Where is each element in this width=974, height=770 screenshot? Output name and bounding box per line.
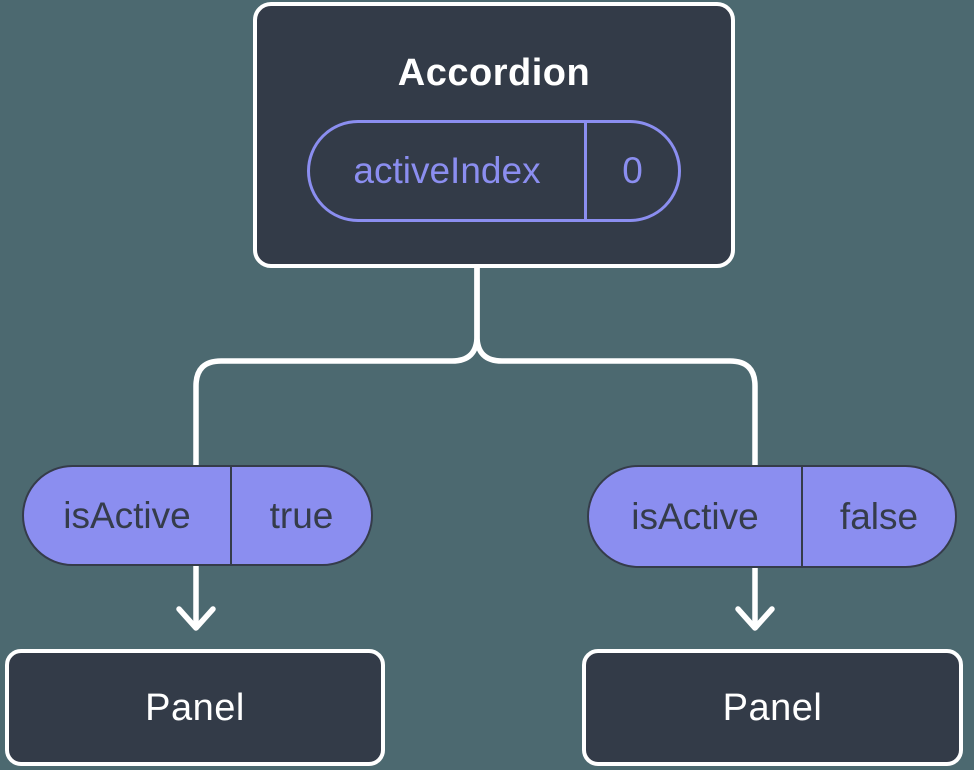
state-value-label: true: [269, 494, 334, 536]
state-value-label: false: [839, 495, 919, 537]
branch-line-left: [193, 266, 480, 626]
branch-line-right: [474, 266, 758, 626]
state-name-label: isActive: [589, 467, 803, 566]
prop-value-label: 0: [622, 150, 643, 191]
panel-node-title: Panel: [722, 686, 823, 729]
accordion-node: Accordion activeIndex 0: [253, 2, 735, 268]
panel-node-left: Panel: [5, 649, 385, 766]
is-active-pill-left: isActive true: [22, 465, 373, 566]
is-active-pill-right: isActive false: [587, 465, 957, 568]
accordion-node-title: Accordion: [397, 52, 591, 94]
panel-node-right: Panel: [582, 649, 963, 766]
prop-name-label: activeIndex: [310, 123, 587, 219]
state-name-label: isActive: [24, 467, 232, 564]
arrow-down-icon: [735, 606, 775, 631]
active-index-prop-pill: activeIndex 0: [307, 120, 681, 222]
arrow-down-icon: [176, 606, 216, 631]
panel-node-title: Panel: [145, 686, 245, 729]
